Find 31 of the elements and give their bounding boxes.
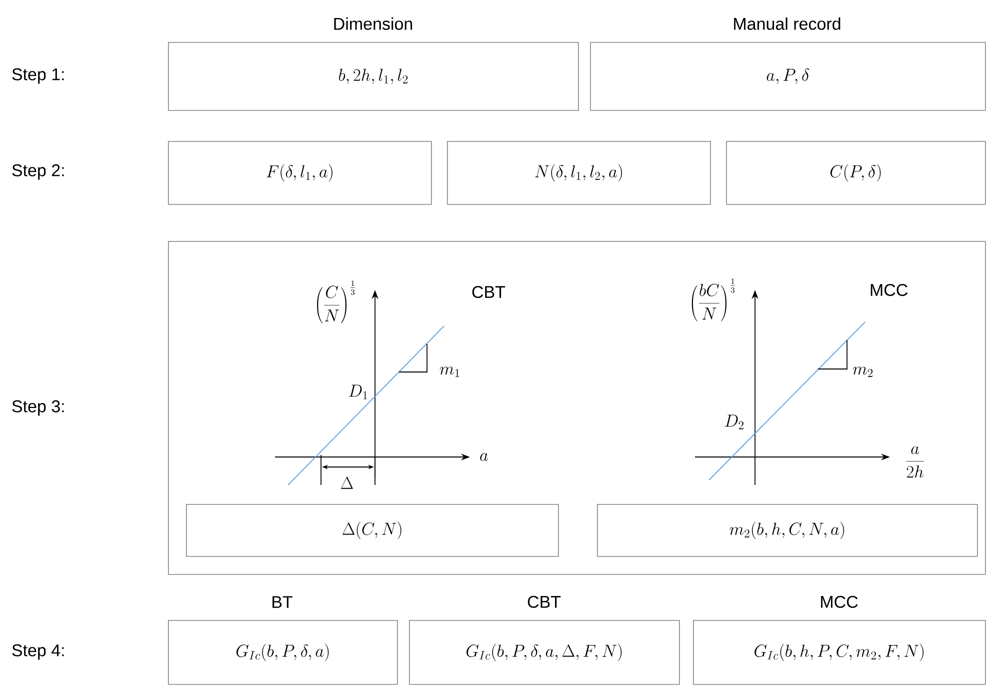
point-label: $D_2$ <box>724 414 744 430</box>
formula-box: Dimension $b, 2h, l_1, l_2$ <box>168 17 579 111</box>
slope-label: $m_2$ <box>852 366 873 378</box>
step-label: Step 2: <box>12 164 64 180</box>
slope-label: $m_1$ <box>440 366 460 378</box>
formula-box: $F(\delta, l_1, a)$ <box>168 141 432 205</box>
node-label: Manual record <box>734 17 840 30</box>
formula-box: Manual record $a, P, \delta$ <box>590 17 986 111</box>
node-label: Dimension <box>334 17 412 30</box>
point-label: $D_1$ <box>348 384 368 400</box>
curve-label: CBT <box>472 286 506 298</box>
axis-label: $\frac{a}{2h}$ <box>906 446 924 478</box>
node-label: CBT <box>528 596 561 608</box>
step-label: Step 3: <box>12 400 64 416</box>
node-label: MCC <box>821 596 858 608</box>
formula-box: $m_2(b, h, C, N, a)$ <box>597 504 978 557</box>
step-panel <box>168 241 986 575</box>
formula-box: MCC $G_{Ic}(b, h, P, C, m_2, F, N)$ <box>693 596 986 685</box>
step-label: Step 4: <box>12 644 64 660</box>
dimension-label: $\Delta$ <box>340 476 354 489</box>
formula-box: $\Delta(C, N)$ <box>186 504 559 557</box>
formula-box: CBT $G_{Ic}(b, P, \delta, a, \Delta, F, N)$ <box>409 596 680 685</box>
step-label: Step 1: <box>12 68 64 84</box>
axis-label: $a$ <box>480 453 488 461</box>
node-label: BT <box>272 596 292 608</box>
axis-label: $\left(\frac{bC}{N}\right)^{\frac{1}{3}}$ <box>692 278 735 322</box>
curve-label: MCC <box>870 284 908 296</box>
formula-box: $C(P, \delta)$ <box>726 141 986 205</box>
axis-label: $\left(\frac{C}{N}\right)^{\frac{1}{3}}$ <box>317 280 355 324</box>
formula-box: $N(\delta, l_1, l_2, a)$ <box>447 141 711 205</box>
formula-box: BT $G_{Ic}(b, P, \delta, a)$ <box>168 596 398 685</box>
